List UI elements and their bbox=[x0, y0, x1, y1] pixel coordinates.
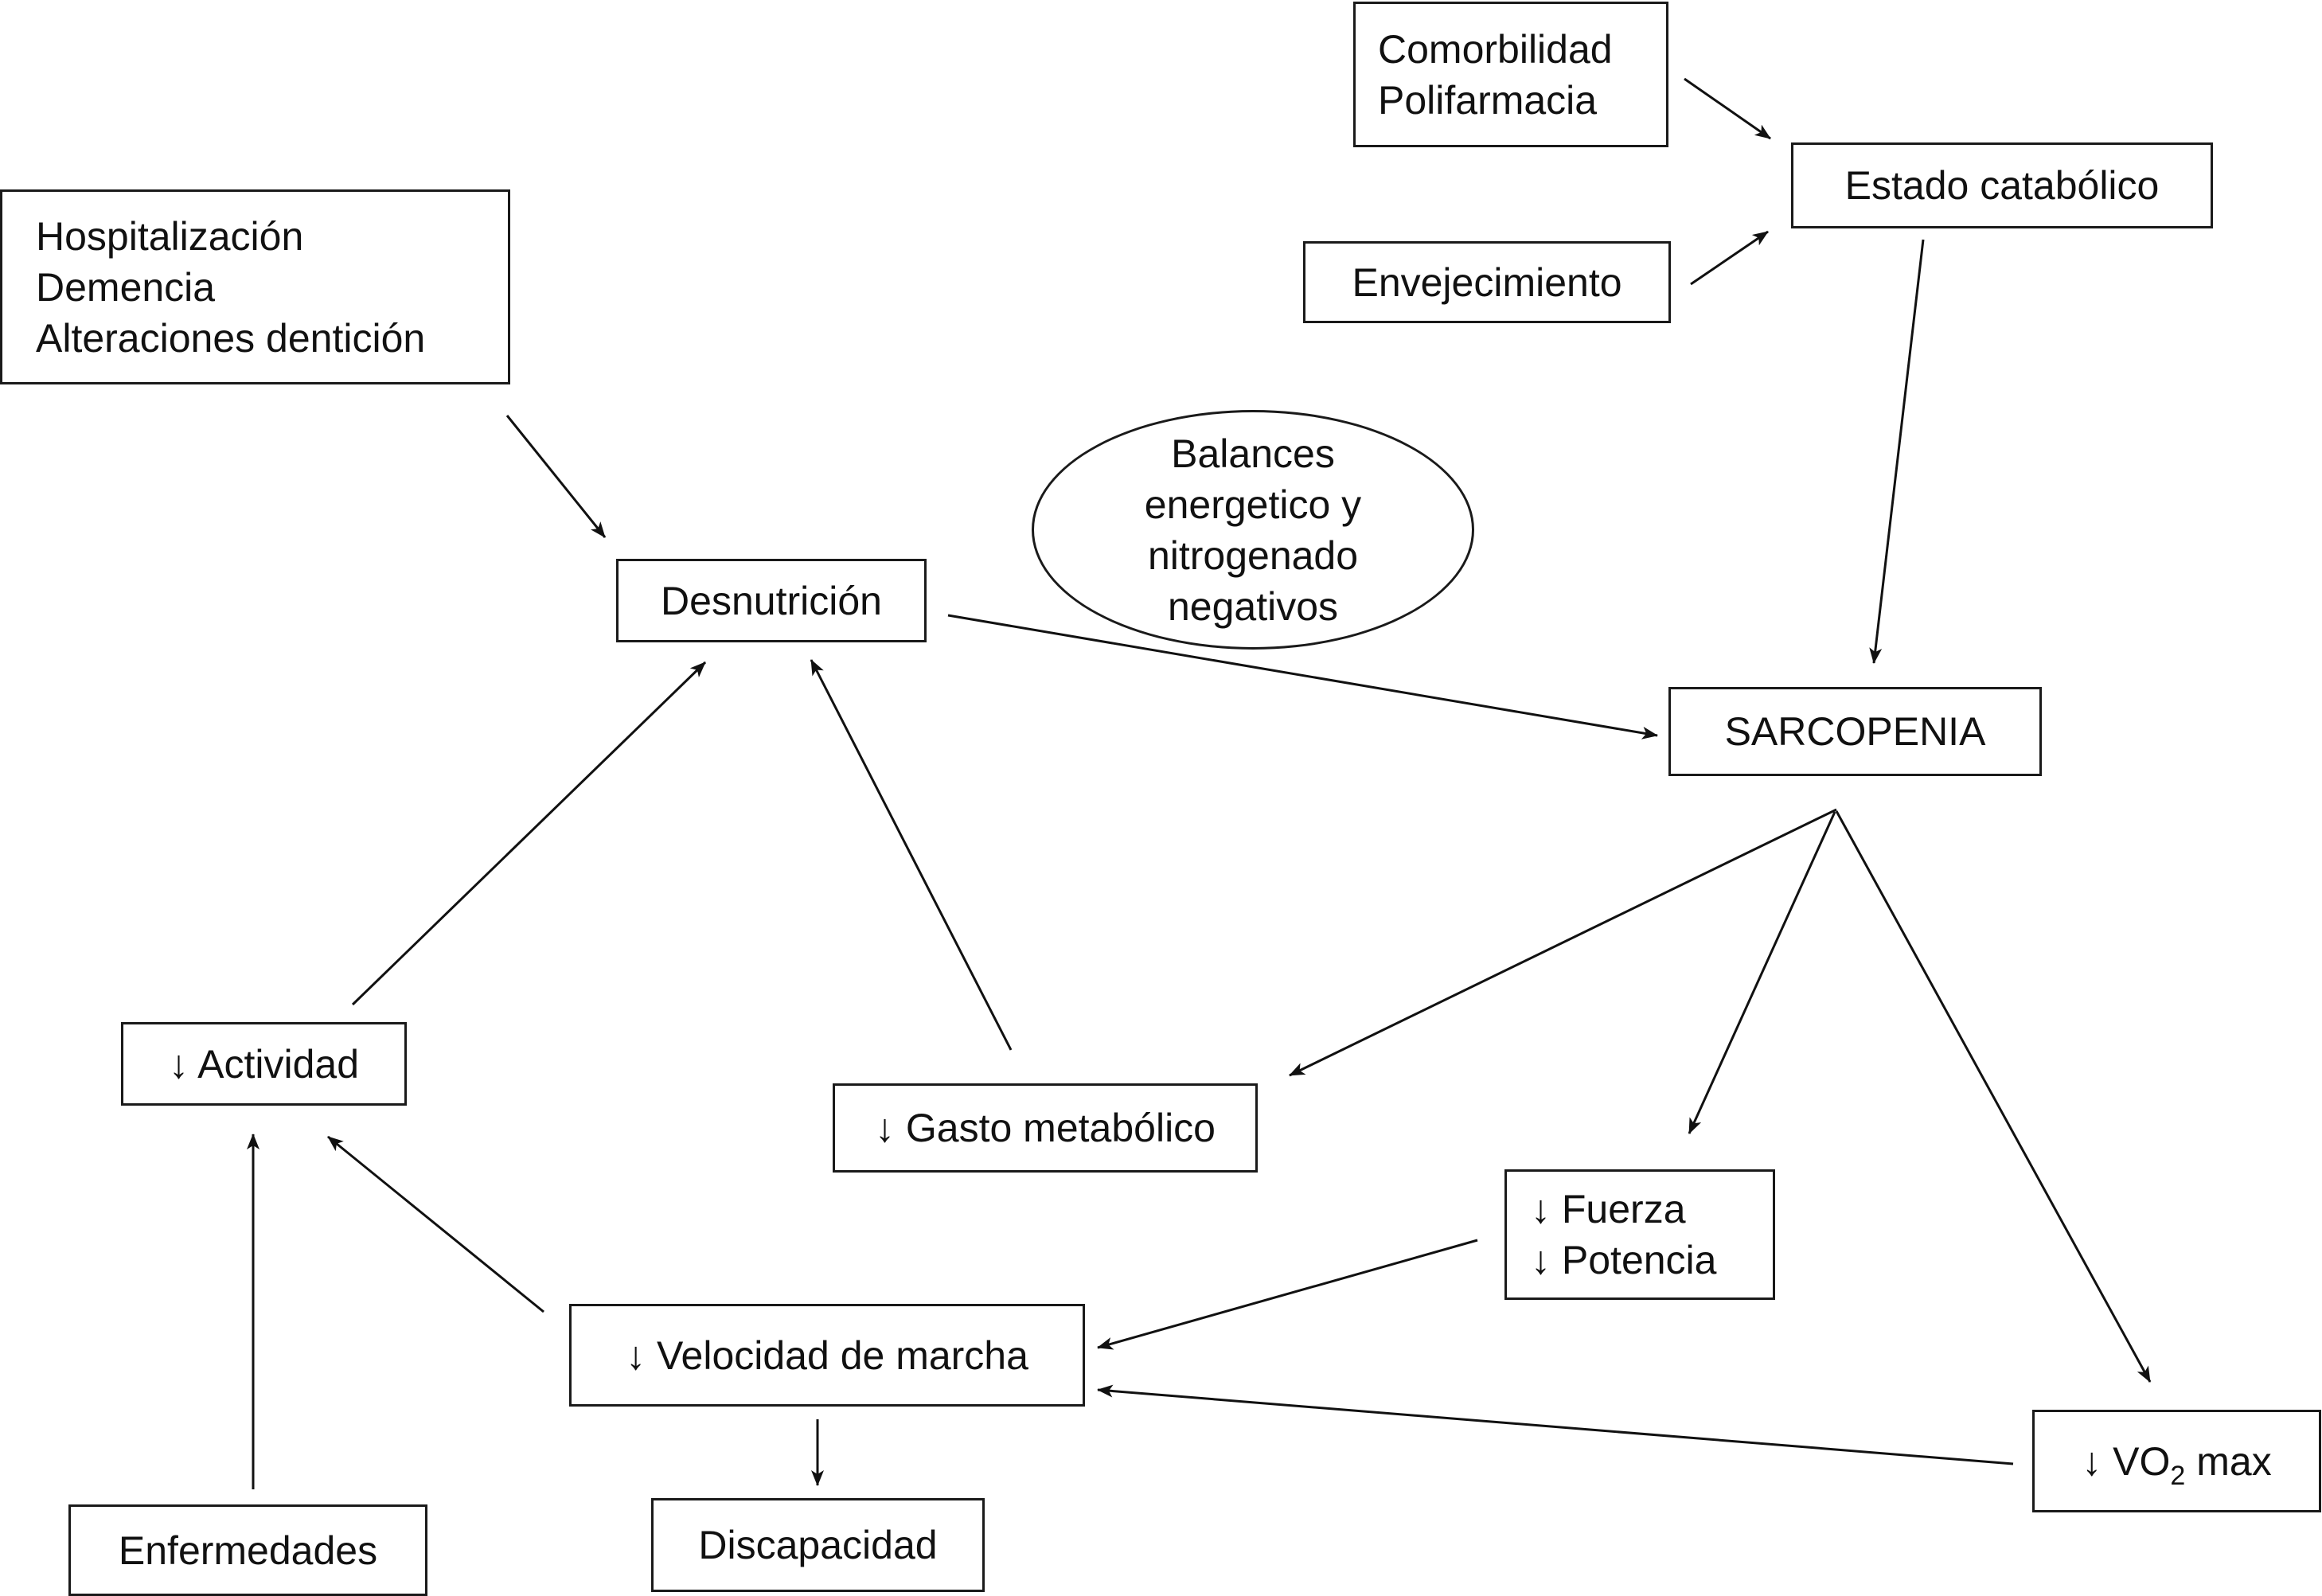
node-discapacidad-label: Discapacidad bbox=[698, 1523, 938, 1567]
vo2-subscript: 2 bbox=[2170, 1460, 2186, 1491]
node-vo2-max: ↓ VO2 max bbox=[2032, 1410, 2321, 1512]
arrow-gasto-to-desnutricion bbox=[810, 659, 1013, 1051]
arrow-comorbilidad-to-catabolico bbox=[1684, 77, 1771, 140]
node-velocidad-marcha: ↓ Velocidad de marcha bbox=[569, 1304, 1085, 1407]
node-enfermedades: Enfermedades bbox=[68, 1504, 427, 1596]
node-vo2-max-label: ↓ VO2 max bbox=[2082, 1436, 2272, 1489]
arrow-vo2-to-velocidad bbox=[1097, 1384, 2014, 1465]
node-balances-line-3: nitrogenado bbox=[1147, 533, 1359, 578]
node-fuerza-line-2: ↓ Potencia bbox=[1531, 1238, 1717, 1282]
node-enfermedades-label: Enfermedades bbox=[118, 1528, 378, 1573]
node-desnutricion: Desnutrición bbox=[616, 559, 927, 642]
node-velocidad-marcha-label: ↓ Velocidad de marcha bbox=[626, 1333, 1028, 1378]
node-comorbilidad-line-1: Comorbilidad bbox=[1378, 26, 1613, 72]
arrow-sarcopenia-to-fuerza bbox=[1688, 811, 1836, 1134]
node-comorbilidad: Comorbilidad Polifarmacia bbox=[1353, 2, 1668, 147]
node-fuerza-potencia: ↓ Fuerza ↓ Potencia bbox=[1504, 1169, 1775, 1300]
node-envejecimiento: Envejecimiento bbox=[1303, 241, 1671, 323]
node-hospitalizacion-line-3: Alteraciones dentición bbox=[36, 315, 426, 361]
arrow-actividad-to-desnutricion bbox=[351, 661, 707, 1006]
node-estado-catabolico: Estado catabólico bbox=[1791, 142, 2213, 228]
node-comorbilidad-line-2: Polifarmacia bbox=[1378, 77, 1598, 123]
node-actividad: ↓ Actividad bbox=[121, 1022, 407, 1106]
node-gasto-metabolico-label: ↓ Gasto metabólico bbox=[875, 1106, 1216, 1150]
node-estado-catabolico-label: Estado catabólico bbox=[1844, 163, 2160, 208]
node-discapacidad: Discapacidad bbox=[651, 1498, 985, 1592]
node-gasto-metabolico: ↓ Gasto metabólico bbox=[833, 1083, 1258, 1173]
node-hospitalizacion: Hospitalización Demencia Alteraciones de… bbox=[0, 189, 510, 384]
node-sarcopenia: SARCOPENIA bbox=[1668, 687, 2042, 776]
node-fuerza-line-1: ↓ Fuerza bbox=[1531, 1187, 1686, 1231]
node-balances-ellipse: Balances energetico y nitrogenado negati… bbox=[1032, 410, 1474, 650]
vo2-prefix: ↓ VO bbox=[2082, 1438, 2171, 1484]
node-balances-line-1: Balances bbox=[1171, 431, 1335, 476]
arrow-hospitalizacion-to-desnutricion bbox=[505, 415, 607, 538]
vo2-suffix: max bbox=[2185, 1438, 2272, 1484]
arrow-sarcopenia-to-vo2 bbox=[1835, 810, 2152, 1383]
arrow-desnutricion-to-sarcopenia bbox=[947, 614, 1658, 739]
node-envejecimiento-label: Envejecimiento bbox=[1352, 259, 1622, 305]
arrow-envejecimiento-to-catabolico bbox=[1690, 230, 1769, 286]
node-balances-line-2: energetico y bbox=[1144, 482, 1362, 527]
node-balances-line-4: negativos bbox=[1167, 583, 1339, 629]
node-hospitalizacion-line-1: Hospitalización bbox=[36, 213, 304, 259]
arrow-catabolico-to-sarcopenia bbox=[1869, 239, 1925, 664]
arrow-fuerza-to-velocidad bbox=[1097, 1239, 1478, 1350]
node-sarcopenia-label: SARCOPENIA bbox=[1724, 709, 1986, 754]
arrow-velocidad-to-actividad bbox=[327, 1135, 544, 1313]
node-desnutricion-label: Desnutrición bbox=[661, 578, 882, 623]
node-hospitalizacion-line-2: Demencia bbox=[36, 264, 216, 310]
node-actividad-label: ↓ Actividad bbox=[168, 1041, 359, 1087]
arrow-sarcopenia-to-gasto bbox=[1289, 808, 1837, 1077]
